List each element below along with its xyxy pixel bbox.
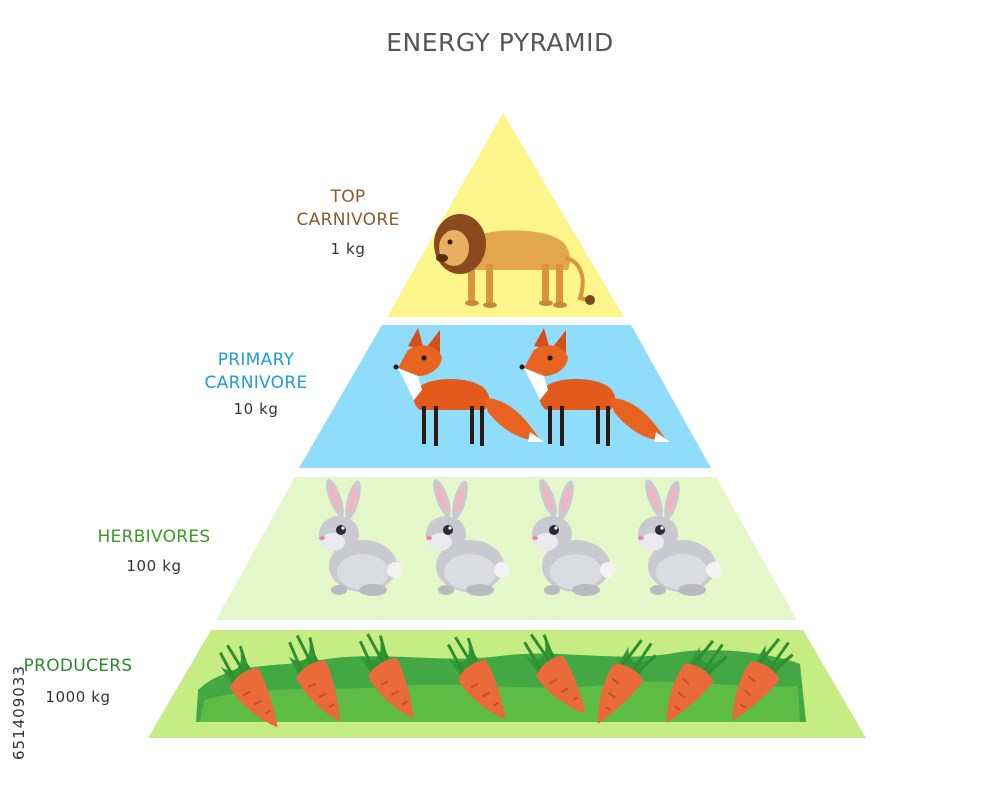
label-line: CARNIVORE [296, 210, 400, 230]
amount-primary-carnivore: 10 kg [233, 400, 279, 418]
grass-icon [196, 650, 806, 722]
tier-herbivores [216, 477, 797, 620]
amount-top-carnivore: 1 kg [330, 240, 366, 258]
stock-id-text: 651409033 [10, 665, 28, 760]
label-herbivores: HERBIVORES [97, 527, 211, 547]
label-line: PRIMARY [217, 350, 295, 370]
label-producers: PRODUCERS [23, 656, 133, 676]
label-line: TOP [330, 187, 366, 207]
amount-producers: 1000 kg [45, 688, 111, 706]
amount-herbivores: 100 kg [126, 557, 182, 575]
page-title: ENERGY PYRAMID [386, 28, 614, 57]
label-primary-carnivore: PRIMARY CARNIVORE [166, 349, 346, 395]
label-line: CARNIVORE [204, 373, 308, 393]
stock-id-watermark: 651409033 [8, 560, 34, 760]
tier-primary-carnivore [299, 325, 711, 468]
label-top-carnivore: TOP CARNIVORE [258, 186, 438, 232]
